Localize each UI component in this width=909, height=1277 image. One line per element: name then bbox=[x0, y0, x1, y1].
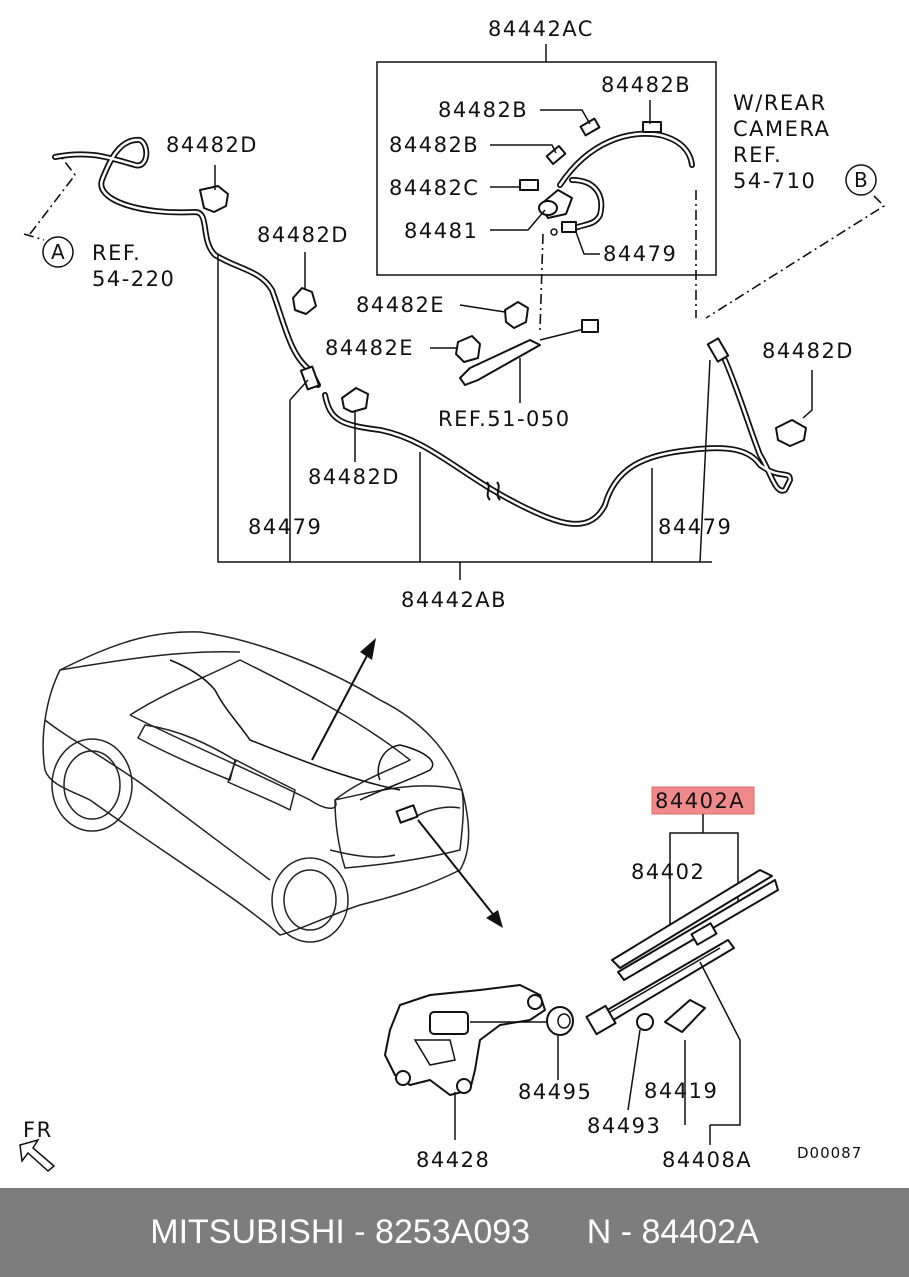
label-84428[interactable]: 84428 bbox=[416, 1148, 490, 1172]
label-ref-camera: REF. bbox=[733, 143, 782, 167]
camera-washer-detail bbox=[519, 117, 695, 236]
fr-arrow-icon bbox=[19, 1138, 56, 1172]
parts-diagram: 84442AC W/REAR CAMERA REF. 54-710 B A RE… bbox=[19, 17, 886, 1172]
label-84408A[interactable]: 84408A bbox=[662, 1148, 752, 1172]
label-84482C[interactable]: 84482C bbox=[389, 176, 479, 200]
label-ref-a: REF. bbox=[92, 241, 141, 265]
footer-part-number: MITSUBISHI - 8253A093 N - 84402A bbox=[150, 1213, 759, 1251]
label-84479-left[interactable]: 84479 bbox=[248, 515, 322, 539]
label-84482B-3[interactable]: 84482B bbox=[389, 133, 479, 157]
camera-nozzle bbox=[459, 319, 599, 386]
label-ref-a-num[interactable]: 54-220 bbox=[92, 267, 175, 291]
label-84402[interactable]: 84402 bbox=[631, 860, 705, 884]
circle-b-icon bbox=[845, 164, 877, 196]
label-84442AC[interactable]: 84442AC bbox=[488, 17, 594, 41]
label-84481[interactable]: 84481 bbox=[404, 219, 478, 243]
label-camera: CAMERA bbox=[733, 117, 831, 141]
label-84479-top[interactable]: 84479 bbox=[603, 242, 677, 266]
clip-84482D-1-icon bbox=[199, 185, 229, 213]
clip-84482D-4-icon bbox=[775, 419, 807, 447]
label-84479-right[interactable]: 84479 bbox=[658, 515, 732, 539]
clip-84482D-3-icon bbox=[341, 387, 369, 413]
clip-84482E-1-icon bbox=[504, 301, 529, 329]
arrow-down-icon bbox=[486, 910, 503, 928]
label-84493[interactable]: 84493 bbox=[587, 1114, 661, 1138]
footer-bar: MITSUBISHI - 8253A093 N - 84402A bbox=[0, 1188, 909, 1277]
car-illustration bbox=[42, 631, 470, 943]
label-84482D-1[interactable]: 84482D bbox=[166, 133, 258, 157]
label-84482D-2[interactable]: 84482D bbox=[257, 223, 349, 247]
label-84419[interactable]: 84419 bbox=[644, 1079, 718, 1103]
clip-84482D-2-icon bbox=[292, 287, 317, 315]
arm-cover bbox=[664, 999, 706, 1033]
label-84482B-1[interactable]: 84482B bbox=[601, 73, 691, 97]
label-84482E-2[interactable]: 84482E bbox=[325, 336, 414, 360]
detail-box bbox=[376, 61, 717, 276]
label-84402A[interactable]: 84402A bbox=[655, 789, 745, 813]
washer-hose-upper bbox=[52, 136, 793, 527]
circle-b-letter: B bbox=[854, 168, 868, 192]
label-84482D-4[interactable]: 84482D bbox=[762, 339, 854, 363]
wiper-blade bbox=[611, 869, 779, 981]
circle-a-letter: A bbox=[51, 240, 65, 264]
label-fr: FR bbox=[23, 1118, 53, 1142]
label-ref-camera-num[interactable]: 54-710 bbox=[733, 169, 816, 193]
wiper-motor bbox=[384, 984, 548, 1096]
label-84482B-2[interactable]: 84482B bbox=[438, 98, 528, 122]
wiper-arm bbox=[585, 939, 735, 1036]
clip-84482E-2-icon bbox=[455, 335, 481, 363]
highlight-84402A bbox=[651, 786, 755, 815]
label-ref-51-050[interactable]: REF.51-050 bbox=[438, 407, 571, 431]
label-84482D-3[interactable]: 84482D bbox=[308, 465, 400, 489]
label-84442AB[interactable]: 84442AB bbox=[401, 588, 507, 612]
label-w-rear: W/REAR bbox=[733, 91, 827, 115]
circle-a-icon bbox=[42, 236, 74, 268]
label-84482E-1[interactable]: 84482E bbox=[356, 293, 445, 317]
cap-84495-icon bbox=[546, 1006, 574, 1036]
nut-84493-icon bbox=[636, 1013, 654, 1031]
label-diagram-code: D00087 bbox=[797, 1144, 862, 1162]
label-84495[interactable]: 84495 bbox=[518, 1080, 592, 1104]
arrow-up-icon bbox=[360, 638, 376, 660]
